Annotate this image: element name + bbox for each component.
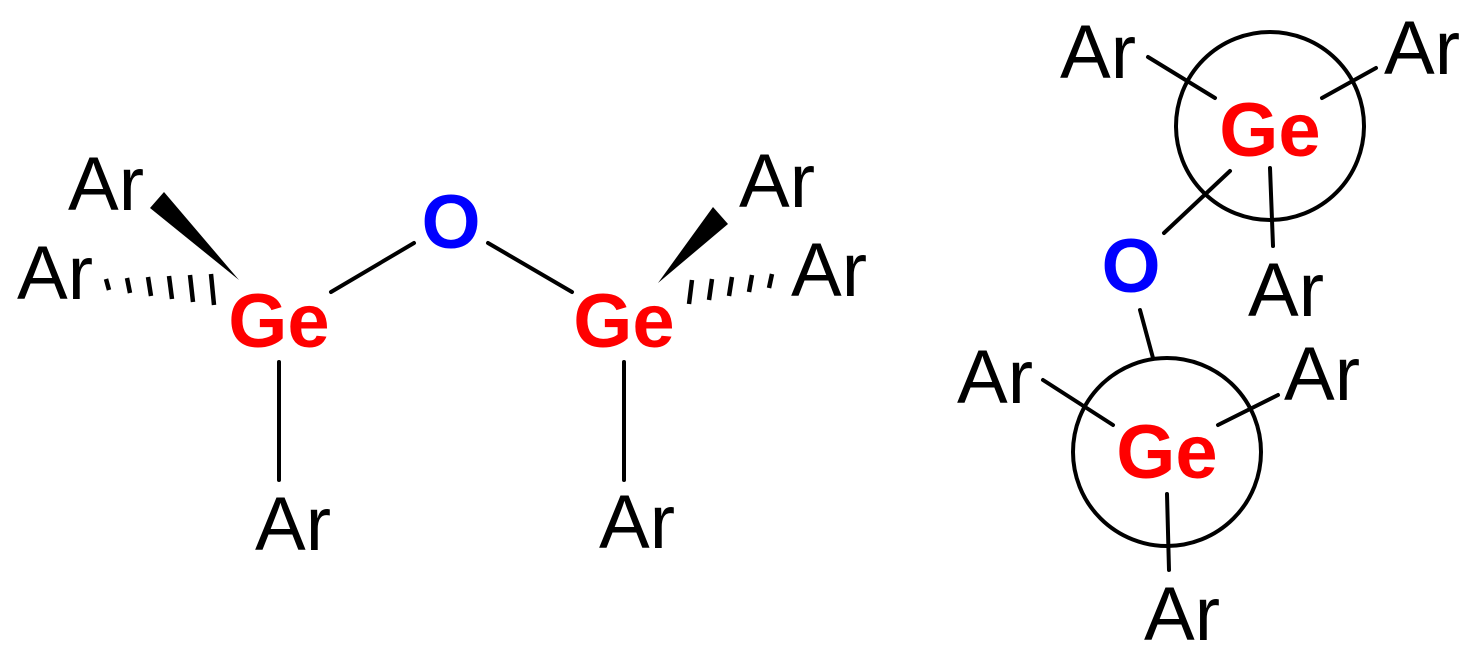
bonds-left bbox=[103, 192, 775, 482]
aryl-bottom-down: Ar bbox=[1144, 572, 1220, 657]
atom-germanium-2: Ge bbox=[573, 279, 674, 364]
aryl-top-down: Ar bbox=[1248, 248, 1324, 333]
bond-bottom-ar-left bbox=[1041, 378, 1115, 427]
bonds-right bbox=[1041, 55, 1378, 572]
bond-top-ge-o bbox=[1162, 169, 1232, 235]
atom-oxygen-right: O bbox=[1101, 224, 1160, 309]
bond-o-bottom-ge bbox=[1138, 308, 1155, 360]
wedge-bond-ge1-ar bbox=[150, 192, 239, 280]
bond-top-ar-left bbox=[1146, 55, 1217, 100]
bond-top-ar-down bbox=[1268, 166, 1275, 248]
bond-top-ar-right bbox=[1320, 66, 1378, 100]
aryl-top-left: Ar bbox=[1060, 10, 1136, 95]
aryl-bottom-left: Ar bbox=[957, 335, 1033, 420]
aryl-ge2-wedge: Ar bbox=[739, 139, 815, 224]
aryl-bottom-right: Ar bbox=[1284, 332, 1360, 417]
newman-structure: Ge O Ge Ar Ar Ar Ar Ar Ar bbox=[957, 6, 1460, 657]
aryl-top-right: Ar bbox=[1384, 6, 1460, 91]
aryl-ge2-down: Ar bbox=[599, 480, 675, 565]
bond-bottom-ar-right bbox=[1216, 393, 1280, 427]
aryl-ge2-hash: Ar bbox=[791, 228, 867, 313]
aryl-ge1-wedge: Ar bbox=[68, 142, 144, 227]
bond-ge1-o bbox=[329, 241, 416, 294]
hash-bond-ge1-ar bbox=[103, 273, 217, 306]
atom-germanium-bottom: Ge bbox=[1116, 410, 1217, 495]
atom-germanium-1: Ge bbox=[228, 279, 329, 364]
bond-o-ge2 bbox=[486, 241, 574, 294]
aryl-ge1-down: Ar bbox=[255, 482, 331, 567]
wedge-hash-structure: O Ge Ge Ar Ar Ar Ar Ar Ar bbox=[17, 139, 867, 567]
bond-bottom-ar-down bbox=[1165, 492, 1171, 572]
wedge-bond-ge2-ar bbox=[658, 207, 728, 283]
aryl-ge1-hash: Ar bbox=[17, 231, 93, 316]
atom-oxygen-left: O bbox=[421, 180, 480, 265]
atom-germanium-top: Ge bbox=[1219, 88, 1320, 173]
hash-bond-ge2-ar bbox=[686, 273, 775, 305]
